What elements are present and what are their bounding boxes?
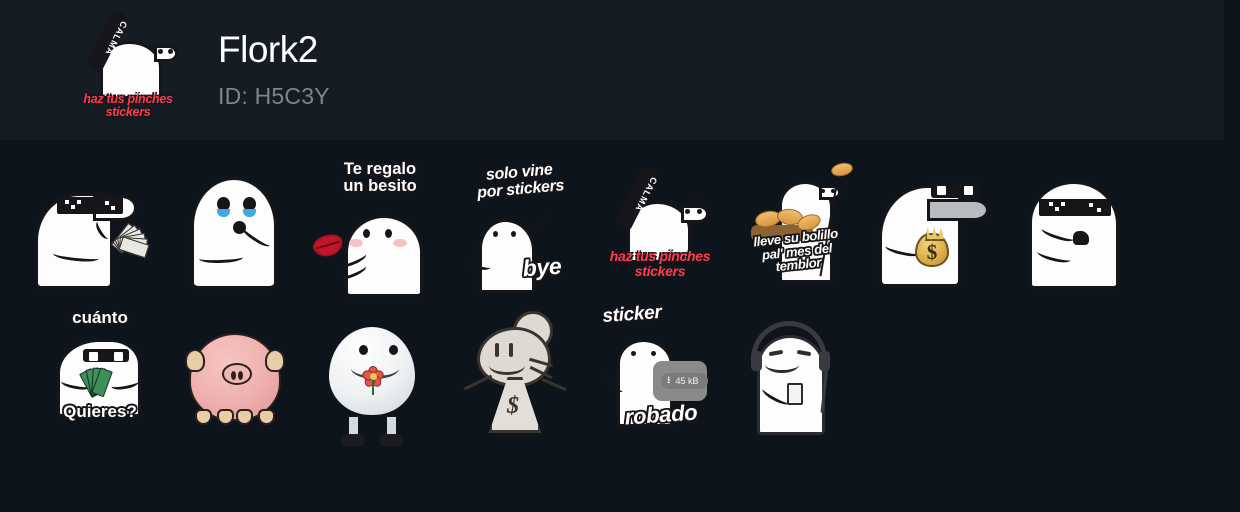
tear-left — [217, 209, 230, 217]
cash-fan-icon — [109, 221, 150, 259]
dollar-symbol: $ — [507, 393, 519, 419]
flork-eye-right — [697, 209, 702, 214]
mouse-eye-left — [495, 343, 499, 357]
headphone-cup-right — [819, 351, 830, 371]
pig-ear-right — [265, 349, 285, 372]
thumbs-up-icon — [1073, 231, 1089, 245]
sticker-flork-cuanto-quieres[interactable]: cuánto Quieres? — [30, 302, 170, 450]
deal-with-it-sunglasses-icon — [1039, 199, 1111, 216]
sticker-caption-bottom: robado — [623, 399, 699, 430]
mouse-smile — [489, 359, 525, 375]
pack-title-block: Flork2 ID: H5C3Y — [218, 28, 330, 111]
blush-left — [349, 239, 363, 247]
red-flower-icon — [360, 365, 386, 395]
avatar-eye-left — [158, 49, 163, 54]
download-icon: ⭳ — [667, 375, 671, 386]
egg-leg-right — [387, 417, 396, 443]
sticker-caption: lleve su bolillo pal' mes del temblor — [752, 225, 839, 275]
pack-header: CALMA haz tus pinches stickers Flork2 ID… — [0, 0, 1224, 140]
money-bag-emoji — [915, 233, 949, 267]
sticker-flork-haz-tus-pinches-stickers[interactable]: CALMA haz tus pinches stickers — [590, 154, 730, 302]
red-lips-icon — [310, 231, 346, 260]
flork-eye-right — [385, 229, 392, 238]
cash-bills-icon — [79, 363, 117, 399]
sunglasses-icon — [83, 349, 129, 362]
sticker-pink-pig[interactable] — [170, 302, 310, 450]
avatar-flork-snout — [154, 45, 178, 62]
sunglasses-icon — [931, 183, 979, 198]
flork-body — [345, 215, 423, 297]
sticker-flork-solo-vine-por-stickers[interactable]: solo vine por stickers bye — [450, 154, 590, 302]
sticker-flork-sticker-robado[interactable]: sticker ⭳ 45 kB robado — [590, 302, 730, 450]
phone-icon — [787, 383, 803, 405]
flork-eye-left — [821, 189, 825, 193]
pack-avatar[interactable]: CALMA haz tus pinches stickers — [72, 8, 184, 129]
sticker-caption: sticker — [601, 301, 663, 328]
pig-hoof-2 — [217, 409, 234, 425]
sticker-flork-deal-with-it-thumbs-up[interactable] — [1010, 154, 1150, 302]
egg-eye-left — [359, 345, 368, 355]
sticker-flork-deal-with-it-cash[interactable] — [30, 154, 170, 302]
bolillo-icon — [829, 160, 855, 179]
hand-on-mouth-icon — [233, 221, 246, 234]
bread-basket-icon — [751, 225, 813, 241]
avatar-eye-right — [168, 49, 173, 54]
pig-hoof-1 — [195, 409, 212, 425]
flork-eye-left — [685, 209, 690, 214]
pig-hoof-3 — [236, 409, 253, 425]
sticker-flork-lleve-su-bolillo[interactable]: lleve su bolillo pal' mes del temblor — [730, 154, 870, 302]
mouse-arm-left — [463, 374, 493, 391]
sticker-caption: cuánto — [72, 308, 128, 327]
tear-right — [243, 209, 256, 217]
sticker-caption-bottom: Quieres? — [63, 402, 137, 421]
egg-eye-right — [389, 345, 398, 355]
flork-smile — [765, 359, 799, 373]
flork-eye-right — [831, 189, 835, 193]
pig-hoof-4 — [258, 409, 275, 425]
sticker-caption: Te regalo un besito — [343, 160, 417, 196]
flork-body — [191, 177, 277, 289]
mouse-eye-right — [509, 343, 513, 357]
mouse-arm-right — [541, 377, 567, 392]
pig-body — [185, 333, 285, 425]
pack-id: ID: H5C3Y — [218, 83, 330, 110]
flork-eye-left — [363, 229, 370, 238]
egg-shoe-left — [341, 434, 365, 446]
flork-eye-right — [651, 351, 656, 356]
sticker-flork-headphones-phone[interactable] — [730, 302, 870, 450]
avatar-caption: haz tus pinches stickers — [83, 92, 173, 120]
download-size-badge[interactable]: ⭳ 45 kB — [661, 373, 708, 389]
blush-right — [393, 239, 407, 247]
waving-arm — [526, 205, 554, 235]
pig-snout — [222, 363, 252, 385]
headphone-cup-left — [751, 351, 762, 371]
download-size-label: 45 kB — [675, 376, 699, 386]
flork-eye-left — [493, 231, 498, 237]
egg-leg-left — [349, 417, 358, 443]
teary-eye-right — [243, 197, 256, 211]
sticker-egg-blob-with-flower[interactable] — [310, 302, 450, 450]
egg-shoe-right — [379, 434, 403, 446]
flork-eye-left — [631, 351, 636, 356]
flork-snout — [927, 199, 989, 221]
sticker-grid: Te regalo un besito solo vine por sticke… — [0, 140, 1240, 512]
pig-ear-left — [185, 349, 205, 372]
flork-body — [479, 219, 535, 293]
sticker-caption-bottom: bye — [521, 252, 563, 282]
sticker-caption: solo vine por stickers — [476, 161, 565, 202]
page-title: Flork2 — [218, 28, 318, 70]
sticker-mouse-money-bag[interactable]: $ — [450, 302, 590, 450]
flork-snout — [681, 205, 709, 223]
teary-eye-left — [217, 197, 230, 211]
sticker-flork-crying[interactable] — [170, 154, 310, 302]
sticker-flork-te-regalo-un-besito[interactable]: Te regalo un besito — [310, 154, 450, 302]
sticker-flork-money-bag[interactable] — [870, 154, 1010, 302]
sticker-caption: haz tus pinches stickers — [609, 248, 711, 279]
headphones-icon — [751, 321, 827, 361]
flork-eye-right — [511, 231, 516, 237]
deal-with-it-sunglasses-icon — [57, 197, 123, 214]
